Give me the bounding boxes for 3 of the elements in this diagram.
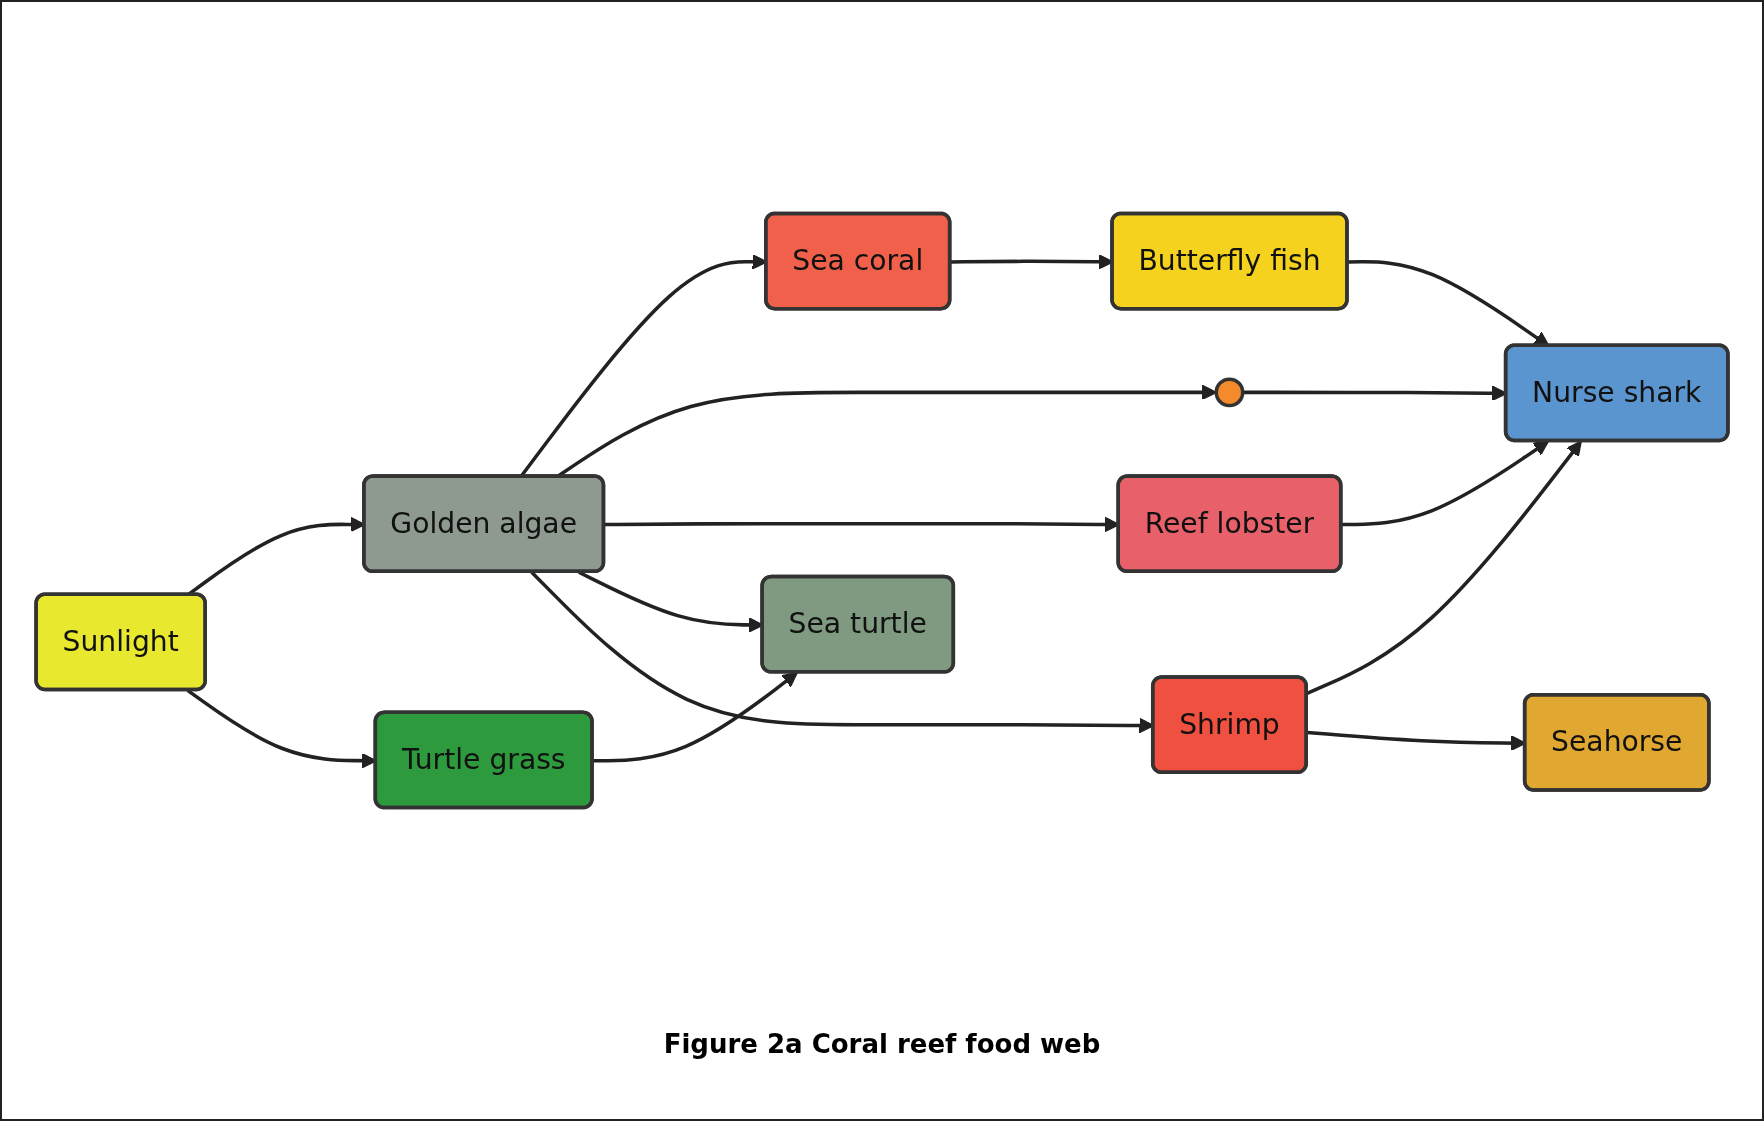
figure-caption: Figure 2a Coral reef food web xyxy=(663,1029,1101,1059)
arrow xyxy=(1341,440,1550,527)
node-circle xyxy=(1214,377,1245,408)
